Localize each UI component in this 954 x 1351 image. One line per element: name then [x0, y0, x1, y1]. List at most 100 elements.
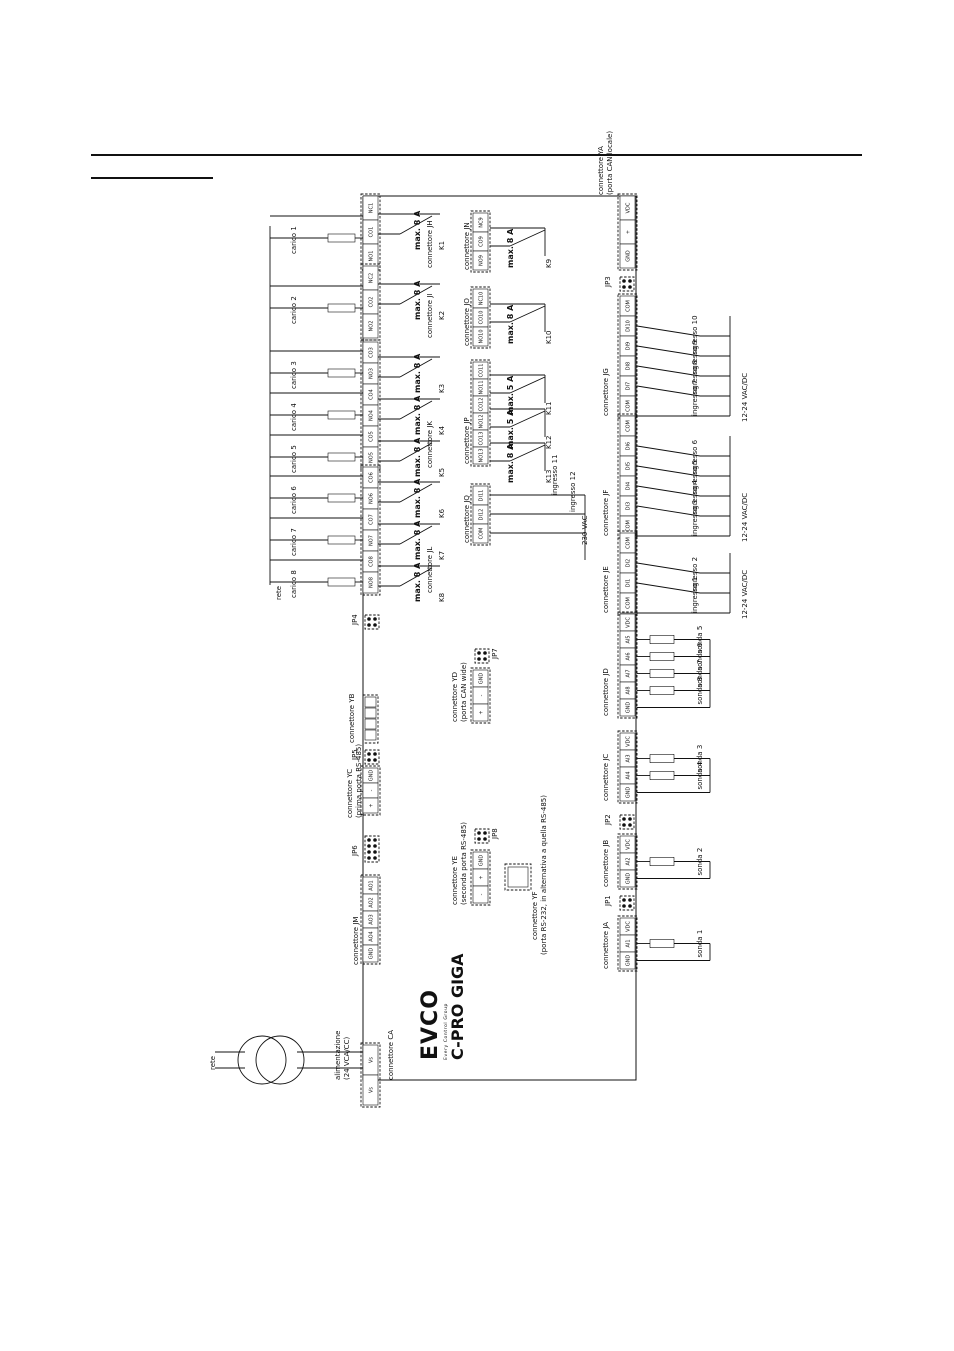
- jumper-jp7-pin: [477, 657, 481, 661]
- connector-connettore-jk-pin-label-co3: CO3: [369, 347, 375, 358]
- jumper-jp7-label: JP7: [491, 648, 499, 660]
- relay-switch-k2: [399, 285, 433, 305]
- connector-ye-label: connettore YE: [451, 856, 459, 905]
- connector-jg-supply: 12-24 VAC/DC: [741, 373, 749, 422]
- connector-ca-pin-label-vs: Vs: [369, 1057, 375, 1063]
- load-label-5: carico 5: [290, 445, 298, 473]
- relay-switch-k9: [509, 229, 546, 247]
- connector-jd-probe-sonda-8: [649, 686, 675, 695]
- connector-jm-label: connettore JM: [352, 917, 360, 965]
- load-label-2: carico 2: [290, 296, 298, 324]
- connector-jf-input-wire-3: [636, 505, 730, 517]
- jumper-jp6-pin: [373, 850, 377, 854]
- connector-ca-pin-label-vs: Vs: [369, 1087, 375, 1093]
- load-label-8: carico 8: [290, 570, 298, 598]
- connector-je-pin-label-di1: DI1: [626, 579, 632, 588]
- connector-ye-subtitle: (seconda porta RS-485): [460, 822, 468, 905]
- connector-jf-pin-label-di6: DI6: [626, 442, 632, 451]
- connector-jd-probe-label-sonda-7: sonda 7: [696, 660, 704, 688]
- connector-yb-pin-2: [364, 718, 377, 730]
- connector-jf-pin-label-com: COM: [626, 520, 632, 532]
- jumper-jp8-label: JP8: [491, 828, 499, 840]
- relay-switch-k12: [509, 410, 546, 428]
- connector-jf-input-ingresso-5: ingresso 5: [691, 460, 699, 496]
- connector-je-pin-label-di2: DI2: [626, 559, 632, 568]
- relay-switch-k1: [399, 215, 433, 235]
- connector-ca-label: connettore CA: [387, 1030, 395, 1080]
- connector-yf-outline: [504, 863, 532, 891]
- connector-jb-outline: [617, 833, 638, 890]
- jumper-jp5-label: JP5: [351, 749, 359, 761]
- jumper-jp6-pin: [373, 838, 377, 842]
- jumper-jp2-pin: [628, 817, 632, 821]
- connector-connettore-jp-pin-label-no12: NO12: [479, 414, 485, 428]
- jumper-jp6-pin: [367, 850, 371, 854]
- relay-switch-k7: [399, 525, 433, 545]
- connector-je-input-ingresso-2: ingresso 2: [691, 557, 699, 593]
- connector-jc-pin-gnd: [619, 783, 636, 802]
- connector-connettore-jl-max-k6: max. 8 A: [413, 478, 422, 518]
- connector-yb-pin-3: [364, 729, 377, 741]
- connector-ja-outline: [617, 915, 638, 972]
- relay-switch-k3: [399, 358, 433, 378]
- connector-jf-input-wire-2: [636, 485, 730, 497]
- connector-yc-outline: [360, 765, 381, 816]
- connector-ya-subtitle: (porta CAN locale): [606, 131, 614, 195]
- connector-jb-probe-label-sonda-2: sonda 2: [696, 848, 704, 876]
- connector-connettore-jo-pin-label-no10: NO10: [479, 329, 485, 343]
- jumper-jp4-pin: [367, 623, 371, 627]
- connector-jf-label: connettore JF: [602, 490, 610, 536]
- connector-je-input-wire-0: [636, 562, 730, 574]
- connector-jb-label: connettore JB: [602, 840, 610, 887]
- relay-k2: K2: [438, 311, 446, 320]
- relay-k12: K12: [545, 436, 553, 450]
- connector-je-pin-label-com: COM: [626, 537, 632, 549]
- jumper-jp1-pin: [628, 898, 632, 902]
- connector-yf-label: connettore YF: [531, 891, 539, 940]
- jq-input-12: ingresso 12: [569, 471, 577, 512]
- relay-k3: K3: [438, 384, 446, 393]
- relay-switch-k10: [509, 305, 546, 323]
- relay-switch-k8: [399, 567, 433, 587]
- connector-je-label: connettore JE: [602, 566, 610, 613]
- connector-jd-pin-label-ai5: AI5: [626, 635, 632, 643]
- connector-jd-pin-label-gnd: GND: [626, 702, 632, 714]
- relay-switch-k4: [399, 400, 433, 420]
- connector-jc-pin-label-ai3: AI3: [626, 754, 632, 762]
- relay-k1: K1: [438, 241, 446, 250]
- connector-jg-input-ingresso-9: ingresso 9: [691, 340, 699, 376]
- jumper-jp1-label: JP1: [604, 895, 612, 907]
- connector-connettore-jn-label: connettore JN: [463, 222, 471, 270]
- load-resistor-6: [327, 493, 356, 503]
- connector-yc-pin-: [362, 797, 379, 814]
- jumper-jp4-pin: [373, 623, 377, 627]
- connector-yd-outline: [470, 667, 491, 724]
- board-brand-name: C-PRO GIGA: [448, 953, 467, 1060]
- jumper-jp8-pin: [483, 837, 487, 841]
- jumper-jp1-pin: [622, 898, 626, 902]
- load-resistor-4: [327, 410, 356, 420]
- connector-jf-pin-label-di5: DI5: [626, 462, 632, 471]
- connector-yc-label: connettore YC: [346, 769, 354, 818]
- connector-jb-pin-gnd: [619, 869, 636, 888]
- load-label-3: carico 3: [290, 361, 298, 389]
- connector-connettore-jk-max-k5: max. 8 A: [413, 437, 422, 477]
- jumper-jp6-label: JP6: [351, 845, 359, 857]
- connector-yb-pin-0: [364, 696, 377, 708]
- connector-yd-pin-label-: -: [479, 694, 485, 696]
- connector-connettore-jn-outline: [470, 210, 491, 273]
- connector-connettore-jp-outline: [470, 359, 491, 467]
- relay-k10: K10: [545, 331, 553, 345]
- connector-jc-probe-sonda-4: [649, 771, 675, 780]
- connector-yf-subtitle: (porta RS-232, in alternativa a quella R…: [540, 795, 548, 955]
- connector-yd-subtitle: (porta CAN wide): [460, 662, 468, 722]
- jumper-jp8-outline: [474, 828, 490, 844]
- supply-spec: (24 VCA/CC): [343, 1037, 351, 1080]
- connector-connettore-jp-max-k13: max. 8 A: [506, 443, 515, 483]
- connector-connettore-jl-max-k7: max. 8 A: [413, 520, 422, 560]
- connector-connettore-ji-max-k2: max. 8 A: [413, 280, 422, 320]
- connector-connettore-jp-pin-label-no11: NO11: [479, 380, 485, 394]
- connector-connettore-jn-max-k9: max. 8 A: [506, 228, 515, 268]
- page-heading-underline: [91, 177, 213, 179]
